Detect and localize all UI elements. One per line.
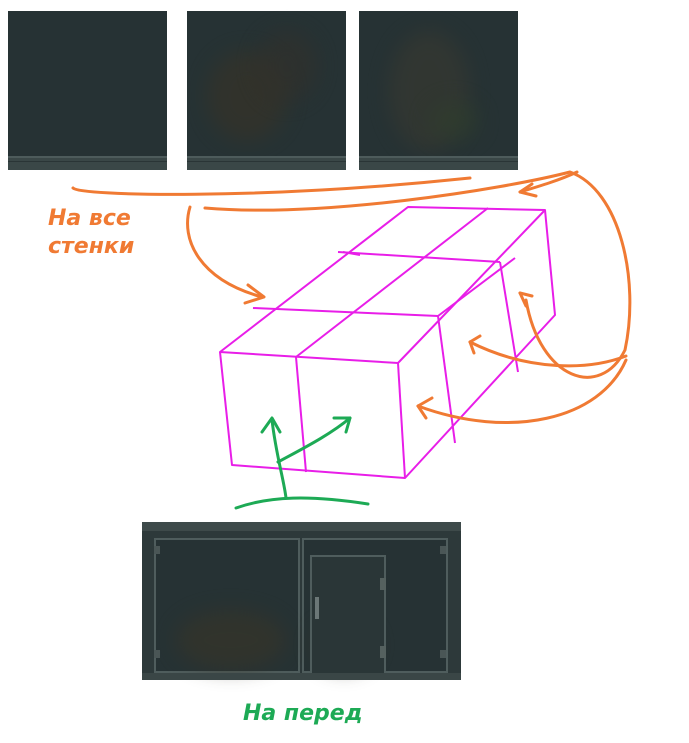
door-handle: [315, 597, 319, 619]
front-window-left: [154, 538, 300, 673]
green-arrows: [234, 416, 370, 510]
foliage-shadow: [176, 610, 286, 670]
frame-rivet: [440, 546, 446, 554]
wall-texture-tile-3: [359, 11, 518, 170]
box-wireframe: [219, 206, 556, 479]
frame-rivet: [154, 650, 160, 658]
front-texture: [142, 522, 461, 680]
tile-ledge: [8, 156, 167, 170]
front-bottom-trim: [142, 673, 461, 680]
label-all-walls-line2: стенки: [48, 234, 135, 259]
tile-ledge: [187, 156, 346, 170]
orange-arrows: [71, 170, 632, 424]
frame-rivet: [440, 650, 446, 658]
label-front: На перед: [243, 701, 363, 726]
wall-texture-tile-1: [8, 11, 167, 170]
label-all-walls: На все стенки: [48, 205, 158, 261]
door-hinge: [380, 646, 386, 658]
door-hinge: [380, 578, 386, 590]
front-door: [310, 555, 386, 674]
label-all-walls-line1: На все: [48, 206, 131, 231]
front-top-trim: [142, 522, 461, 531]
tile-ledge: [359, 156, 518, 170]
frame-rivet: [154, 546, 160, 554]
wall-texture-tile-2: [187, 11, 346, 170]
foliage-shadow: [429, 101, 479, 141]
foliage-shadow: [257, 31, 317, 101]
